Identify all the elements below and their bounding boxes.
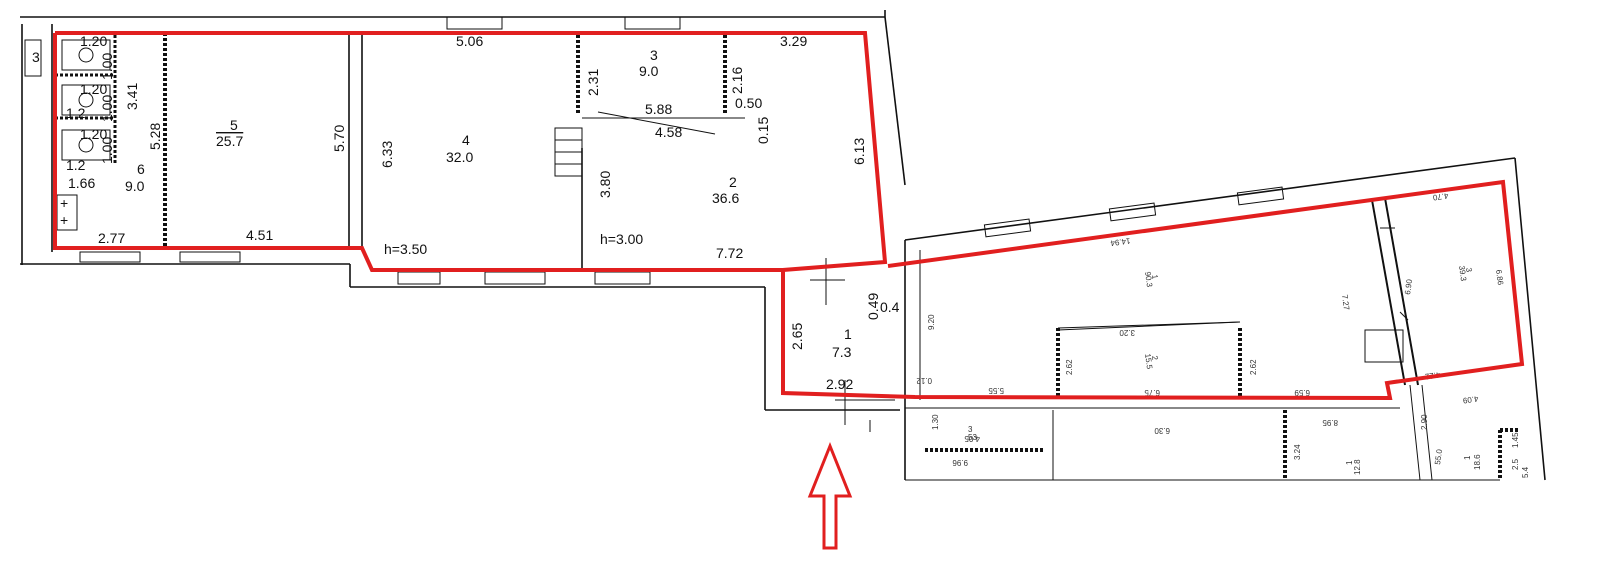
left-dimension-labels: 1.20 1.00 1.20 1.00 1.20 1.00 3.41 5.28 … [32,33,900,392]
r-dim-label: 14.94 [1109,236,1131,248]
dim-label: 3 [32,49,40,65]
r-dim-label: 2.62 [1065,359,1074,375]
room-5-area: 25.7 [216,133,243,149]
r-room-area: 90.3 [1143,271,1154,288]
lower-label: 5.4 [1521,466,1530,478]
room-6-number: 6 [137,161,145,177]
room-4-number: 4 [462,132,470,148]
lower-label: 1 [1345,460,1354,465]
r-dim-label: 6.86 [1494,269,1505,286]
r-dim-label: 0.12 [916,376,932,385]
dim-label: 5.06 [456,33,483,49]
dim-label: 1.2 [66,105,86,121]
right-plan-labels: 1 90.3 2 15.5 3 39.3 14.94 4.70 7.27 6.9… [916,191,1530,478]
r-room-area: 15.5 [1143,353,1154,370]
lower-label: 3.24 [1293,444,1302,460]
lower-label: 3 [968,425,973,434]
dim-label: 6.33 [379,141,395,168]
dim-label: 2.16 [729,67,745,94]
dim-label: 6.13 [851,138,867,165]
svg-text:+: + [60,195,68,211]
dim-label: 2.31 [585,69,601,96]
dim-label: 3.41 [124,83,140,110]
dim-label: 1.20 [80,126,107,142]
room-3-number: 3 [650,47,658,63]
lower-label: 9.96 [952,458,968,467]
r-dim-label: 6.75 [1144,388,1160,397]
r-dim-label: 4.70 [1432,191,1449,202]
lower-label: 2.5 [1511,458,1520,470]
dim-label: 4.51 [246,227,273,243]
lower-label: 1 [1463,455,1472,460]
lower-label: 6.30 [1154,426,1170,435]
r-room-number: 2 [1150,355,1160,361]
lower-label: 4.09 [1462,394,1479,405]
lower-label: 4.05 [964,434,980,443]
dim-label: 4.58 [655,124,682,140]
lower-label: 12.8 [1353,459,1362,475]
dim-label: 5.70 [331,125,347,152]
highlighted-boundary [53,31,1525,401]
r-dim-label: 9.20 [927,314,936,330]
dim-label: 0.15 [755,117,771,144]
r-dim-label: 2.62 [1249,359,1258,375]
r-dim-label: 6.90 [1403,278,1414,295]
r-dim-label: 3.20 [1119,328,1135,337]
boundary-left [55,31,1525,401]
room-1-number: 1 [844,326,852,342]
r-room-number: 3 [1464,267,1474,273]
dim-label: 2.77 [98,230,125,246]
dim-label: 5.88 [645,101,672,117]
dim-label: 0.4 [880,299,900,315]
dim-label: 1.00 [99,137,115,164]
svg-text:+: + [60,212,68,228]
room-2-area: 36.6 [712,190,739,206]
lower-label: 55.0 [1433,448,1444,465]
dim-label: 2.65 [789,323,805,350]
lower-label: 8.95 [1322,418,1338,427]
right-plan-walls [904,157,1546,481]
dim-label: 1.20 [80,81,107,97]
dim-label: 5.28 [147,123,163,150]
dim-label: 3.80 [597,171,613,198]
r-room-number: 1 [1150,274,1160,280]
lower-label: 2.90 [1420,414,1429,430]
room-6-area: 9.0 [125,178,145,194]
r-dim-label: 5.55 [988,386,1004,395]
lower-label: 53 [968,433,977,442]
room-1-area: 7.3 [832,344,852,360]
dim-label: 1.20 [80,33,107,49]
lower-label: 1.45 [1511,432,1520,448]
dim-label: 1.2 [66,157,86,173]
room-3-area: 9.0 [639,63,659,79]
r-dim-label: 7.27 [1340,294,1351,311]
entrance-arrow-icon [807,441,853,550]
dim-label: 3.29 [780,33,807,49]
lower-label: 1.30 [931,414,940,430]
left-plan-walls: + + [20,10,906,432]
r-room-area: 39.3 [1457,265,1468,282]
lower-label: 18.6 [1473,454,1482,470]
r-dim-label: 6.59 [1294,388,1310,397]
boundary-left-bottom [53,33,783,272]
dim-label: 2.92 [826,376,853,392]
dim-label: 0.49 [865,293,881,320]
dim-label: 1.66 [68,175,95,191]
dim-label: 0.50 [735,95,762,111]
height-label: h=3.00 [600,231,643,247]
dim-label: 1.00 [99,95,115,122]
room-4-area: 32.0 [446,149,473,165]
dim-label: 1.00 [99,53,115,80]
left-room-labels: 5 25.7 4 32.0 3 9.0 2 36.6 6 9.0 1 7.3 [125,47,852,360]
dim-label: 7.72 [716,245,743,261]
room-5-number: 5 [230,117,238,133]
room-2-number: 2 [729,174,737,190]
height-label: h=3.50 [384,241,427,257]
